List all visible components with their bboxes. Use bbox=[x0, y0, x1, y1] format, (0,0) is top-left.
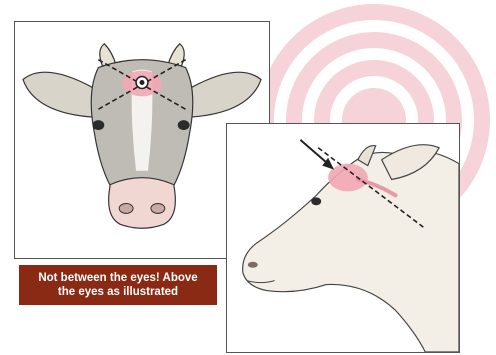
caption-banner: Not between the eyes! Above the eyes as … bbox=[19, 265, 217, 305]
caption-line-2: the eyes as illustrated bbox=[38, 285, 197, 299]
caption-line-1: Not between the eyes! Above bbox=[38, 271, 197, 285]
arrow-icon bbox=[300, 140, 334, 170]
cow-side-illustration bbox=[227, 124, 459, 352]
side-view-panel bbox=[226, 123, 460, 353]
target-zone-side bbox=[328, 164, 368, 192]
